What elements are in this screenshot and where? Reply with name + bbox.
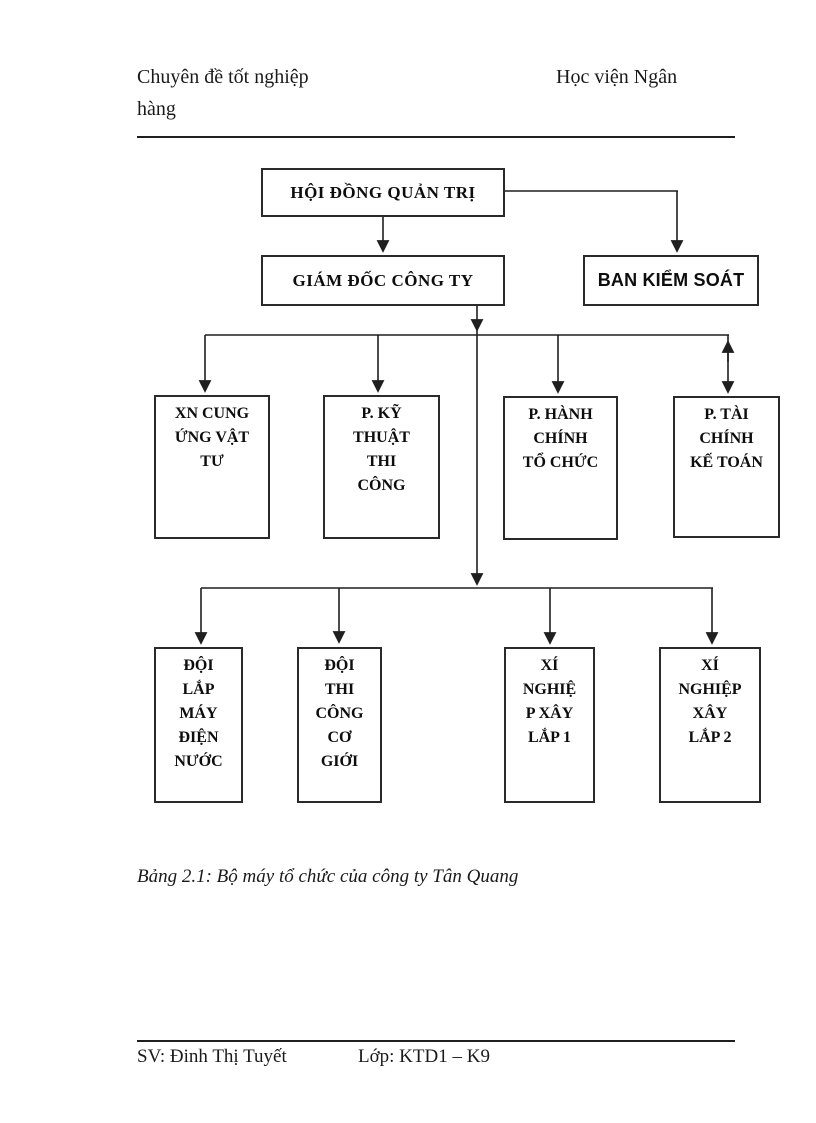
footer-rule: [137, 1040, 735, 1042]
box-dept-engineering: P. KỸ THUẬT THI CÔNG: [323, 395, 440, 539]
figure-caption: Bảng 2.1: Bộ máy tổ chức của công ty Tân…: [137, 866, 519, 887]
box-supervisory-board: BAN KIỂM SOÁT: [583, 255, 759, 306]
box-unit-construction-enterprise-2: XÍ NGHIỆP XÂY LẮP 2: [659, 647, 761, 803]
footer-class: Lớp: KTD1 – K9: [358, 1046, 490, 1067]
header-course-title: Chuyên đề tốt nghiệp: [137, 66, 309, 88]
box-unit-construction-enterprise-1: XÍ NGHIỆ P XÂY LẮP 1: [504, 647, 595, 803]
box-board-of-directors: HỘI ĐỒNG QUẢN TRỊ: [261, 168, 505, 217]
header-institution-line2: hàng: [137, 98, 176, 120]
footer-student-name: SV: Đinh Thị Tuyết: [137, 1046, 287, 1067]
header-rule: [137, 136, 735, 138]
box-unit-machinery-construction-team: ĐỘI THI CÔNG CƠ GIỚI: [297, 647, 382, 803]
box-dept-finance-accounting: P. TÀI CHÍNH KẾ TOÁN: [673, 396, 780, 538]
box-unit-electric-water-installation-team: ĐỘI LẮP MÁY ĐIỆN NƯỚC: [154, 647, 243, 803]
header-institution-line1: Học viện Ngân: [556, 66, 678, 88]
box-dept-admin-organization: P. HÀNH CHÍNH TỔ CHỨC: [503, 396, 618, 540]
box-company-director: GIÁM ĐỐC CÔNG TY: [261, 255, 505, 306]
box-dept-materials-supply: XN CUNG ỨNG VẬT TƯ: [154, 395, 270, 539]
